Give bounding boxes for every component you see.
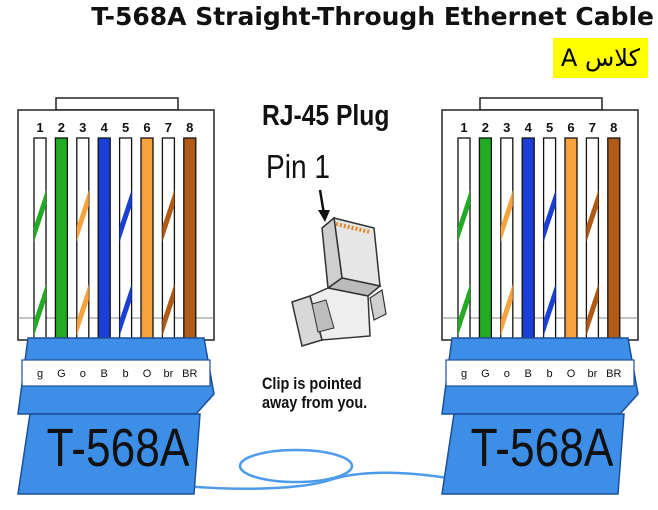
clip-note: Clip is pointed away from you. (262, 374, 367, 412)
plug-body (17, 109, 215, 341)
pin-number: 4 (101, 120, 109, 135)
pin-number: 6 (143, 120, 150, 135)
wire-2 (54, 137, 69, 347)
color-code: BR (606, 368, 621, 380)
pin-number: 2 (58, 120, 65, 135)
color-code-strip (445, 359, 635, 387)
color-code: O (567, 368, 576, 380)
color-code: g (461, 368, 467, 380)
color-code: G (57, 368, 66, 380)
wire-4 (521, 137, 535, 347)
pin-number: 5 (122, 120, 129, 135)
wire-8 (183, 137, 197, 347)
rj45-plug-illustration (291, 216, 387, 347)
connector-label: T-568A (47, 418, 190, 478)
wire-2 (478, 137, 493, 347)
wire-7 (585, 137, 600, 347)
wire-1 (457, 137, 471, 347)
cable-sleeve (17, 413, 201, 495)
wire-5 (118, 137, 133, 347)
pin-number: 7 (165, 120, 172, 135)
pin-number: 8 (610, 120, 617, 135)
page-title: T-568A Straight-Through Ethernet Cable (91, 2, 654, 31)
wire-1 (33, 137, 47, 347)
wire-3 (500, 137, 514, 347)
color-code: B (101, 368, 108, 380)
pin-number: 6 (567, 120, 574, 135)
pin-number: 4 (525, 120, 533, 135)
class-badge: كلاس A (552, 38, 648, 78)
plug-title: RJ-45 Plug (262, 100, 390, 132)
color-code: BR (182, 368, 197, 380)
wire-6 (564, 137, 578, 347)
clip-note-line1: Clip is pointed (262, 374, 362, 393)
cable-sleeve (441, 413, 625, 495)
pin-number: 1 (460, 120, 467, 135)
color-code: br (164, 368, 174, 380)
color-code-strip (21, 359, 211, 387)
color-code: g (37, 368, 43, 380)
pin-number: 5 (546, 120, 553, 135)
wire-6 (140, 137, 154, 347)
connector-label: T-568A (471, 418, 614, 478)
color-code: o (504, 368, 510, 380)
pin-number: 1 (36, 120, 43, 135)
color-code: O (143, 368, 152, 380)
pin-number: 8 (186, 120, 193, 135)
wire-3 (76, 137, 90, 347)
wire-4 (97, 137, 111, 347)
pin-number: 7 (589, 120, 596, 135)
wire-8 (607, 137, 621, 347)
pin-number: 3 (503, 120, 510, 135)
color-code: br (588, 368, 598, 380)
pin-number: 3 (79, 120, 86, 135)
color-code: B (525, 368, 532, 380)
cable-loop-coil (238, 448, 354, 484)
wire-7 (161, 137, 176, 347)
plug-clip-tab (479, 97, 603, 111)
wire-5 (542, 137, 557, 347)
color-code: b (547, 368, 553, 380)
color-code: G (481, 368, 490, 380)
color-code: o (80, 368, 86, 380)
plug-clip-tab (55, 97, 179, 111)
color-code: b (123, 368, 129, 380)
pin1-label: Pin 1 (266, 148, 330, 185)
clip-note-line2: away from you. (262, 393, 368, 412)
pin-number: 2 (482, 120, 489, 135)
plug-body (441, 109, 639, 341)
